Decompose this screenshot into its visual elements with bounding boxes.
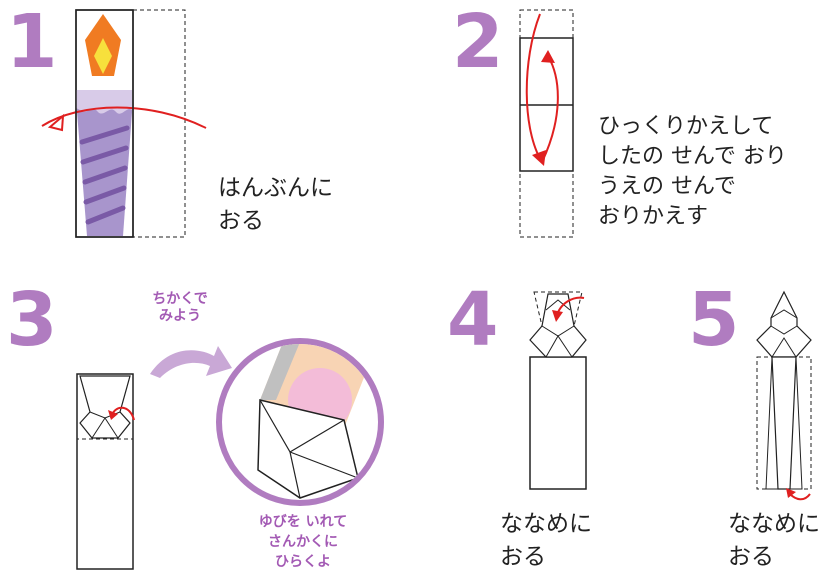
step-number-1: 1 (6, 0, 58, 85)
step-5-figure (756, 290, 812, 501)
step-2-figure (519, 9, 574, 238)
step-number-3: 3 (6, 277, 58, 363)
step-5-instruction: ななめに おる (728, 511, 820, 570)
step-1-figure (41, 9, 207, 238)
step-2-instruction: ひっくりかえして したの せんで おり うえの せんで おりかえす (598, 114, 787, 229)
step-1-instruction: はんぶんに おる (218, 175, 333, 234)
finger-tip-note: ゆびを いれて さんかくに ひらくよ (258, 514, 348, 570)
step-3-figure (76, 338, 384, 570)
step-number-2: 2 (452, 0, 504, 85)
step-number-5: 5 (688, 277, 740, 363)
candle-stripes (79, 125, 130, 225)
look-arrow-icon (150, 346, 232, 378)
step-4-instruction: ななめに おる (500, 511, 592, 570)
look-closer-note: ちかくで みよう (152, 291, 208, 324)
step-4-figure (529, 291, 587, 490)
step-number-4: 4 (447, 277, 499, 363)
